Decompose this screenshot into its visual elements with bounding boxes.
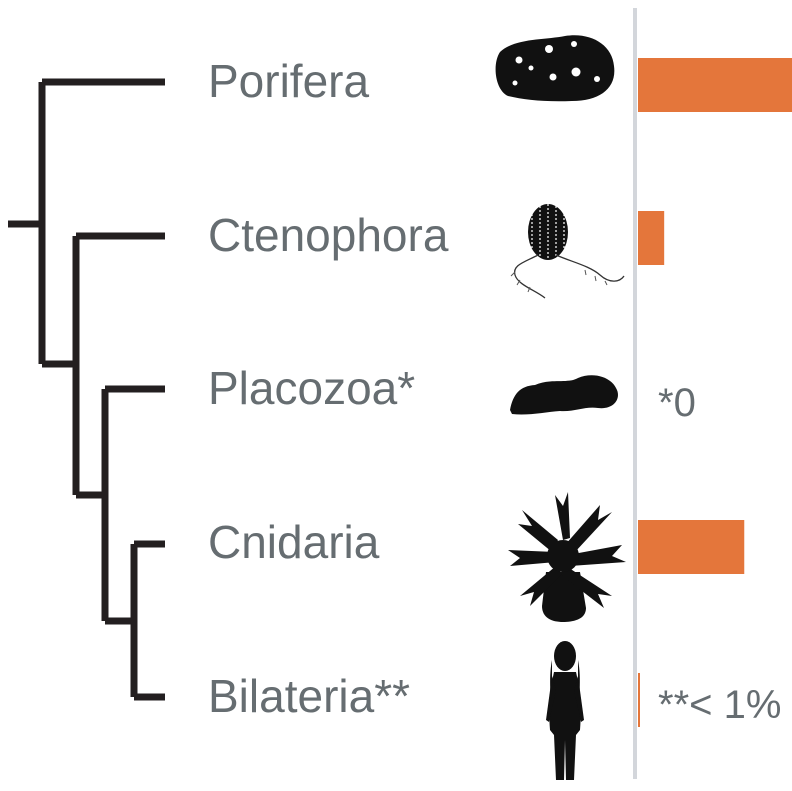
bar-bilateria bbox=[638, 673, 640, 727]
note-bilateria: **< 1% bbox=[658, 683, 781, 727]
sea-anemone-icon bbox=[508, 492, 626, 622]
sponge-icon bbox=[496, 35, 615, 101]
bar-cnidaria bbox=[638, 520, 744, 574]
placozoan-icon bbox=[510, 375, 618, 414]
label-ctenophora: Ctenophora bbox=[208, 209, 449, 261]
taxon-labels: Porifera Ctenophora Placozoa* Cnidaria B… bbox=[208, 55, 449, 722]
human-icon bbox=[546, 641, 584, 780]
phylogenetic-tree bbox=[8, 82, 165, 697]
label-porifera: Porifera bbox=[208, 55, 369, 107]
comb-jelly-icon bbox=[511, 204, 624, 298]
bar-porifera bbox=[638, 58, 792, 112]
label-placozoa: Placozoa* bbox=[208, 362, 415, 414]
label-cnidaria: Cnidaria bbox=[208, 516, 380, 568]
label-bilateria: Bilateria** bbox=[208, 670, 410, 722]
note-placozoa: *0 bbox=[658, 381, 696, 425]
bar-ctenophora bbox=[638, 211, 664, 265]
